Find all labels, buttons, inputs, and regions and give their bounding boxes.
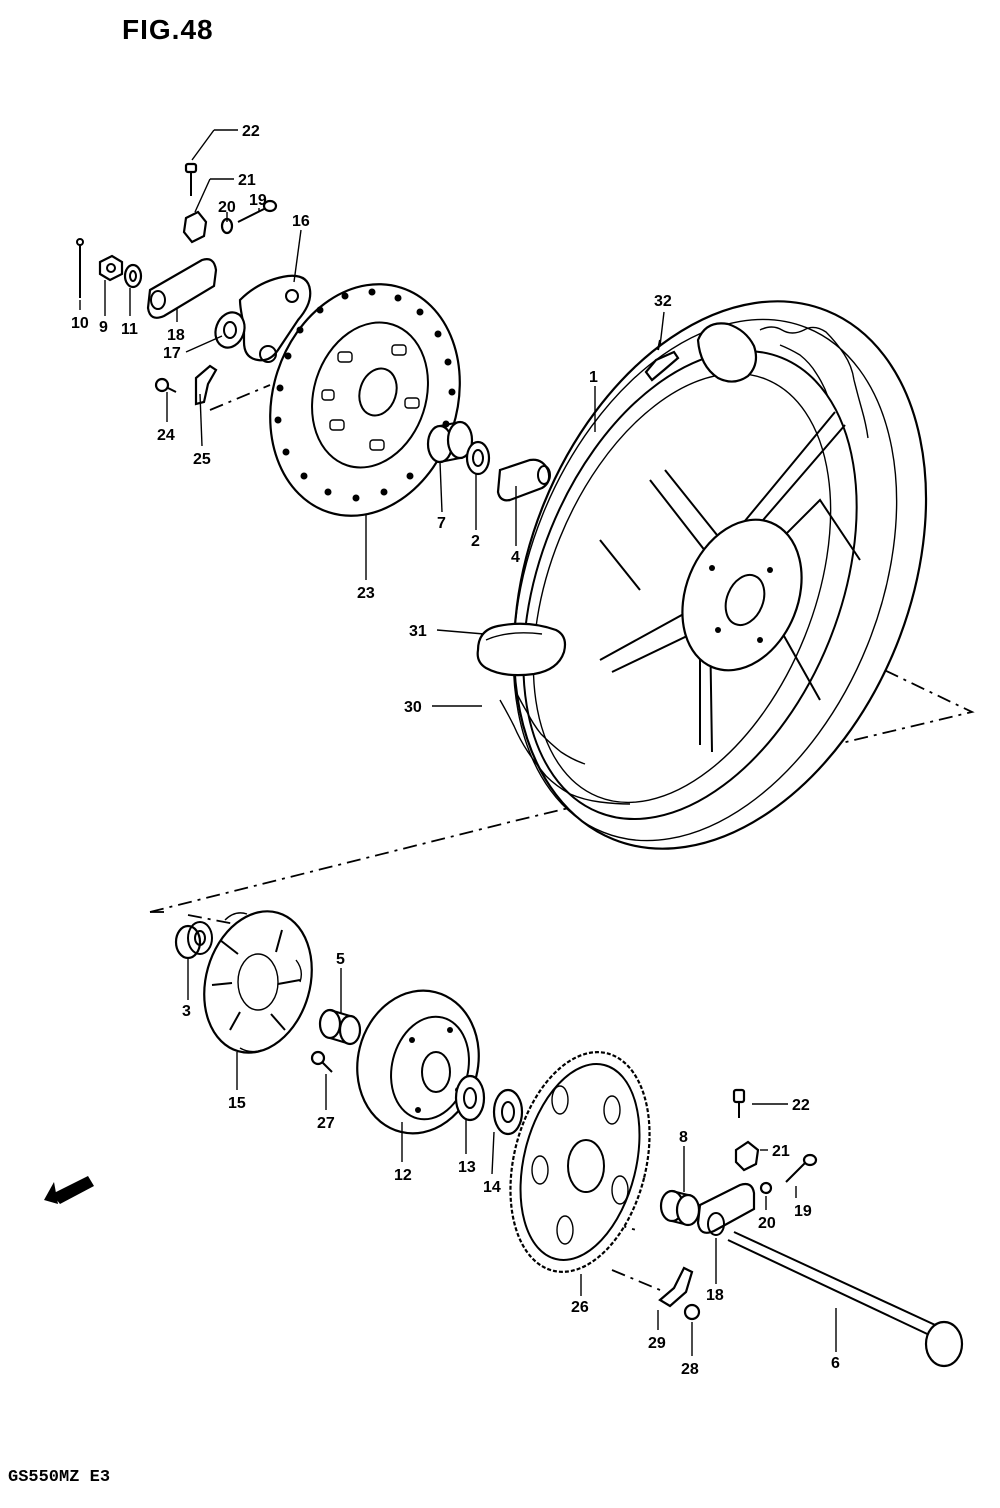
callout-4: 4 — [511, 549, 520, 566]
callout-1: 1 — [589, 369, 598, 386]
washer-20-bottom — [759, 1181, 773, 1195]
cotter-pin — [76, 238, 84, 298]
callout-13: 13 — [458, 1159, 476, 1176]
callout-14: 14 — [483, 1179, 501, 1196]
callout-26: 26 — [571, 1299, 589, 1316]
callout-23: 23 — [357, 585, 375, 602]
screw-24 — [154, 377, 177, 393]
spacer-8 — [659, 1189, 701, 1227]
callout-22-bottom: 22 — [792, 1097, 810, 1114]
seal-14 — [492, 1088, 524, 1136]
axle-spacer-4 — [496, 458, 551, 502]
nut-28 — [683, 1303, 701, 1321]
callout-30: 30 — [404, 699, 422, 716]
rear-wheel — [476, 300, 928, 850]
sprocket-mount-12 — [356, 989, 480, 1135]
callout-31: 31 — [409, 623, 427, 640]
bolt-27 — [310, 1050, 333, 1073]
tire-section-top — [696, 322, 758, 383]
callout-16: 16 — [292, 213, 310, 230]
callout-17: 17 — [163, 345, 181, 362]
bearing-13 — [454, 1074, 486, 1122]
callout-32: 32 — [654, 293, 672, 310]
spacer-5 — [318, 1008, 362, 1046]
valve-32 — [644, 339, 680, 382]
callout-28: 28 — [681, 1361, 699, 1378]
callout-21-top: 21 — [238, 172, 256, 189]
bolt-19-top — [237, 199, 278, 223]
callout-22-top: 22 — [242, 123, 260, 140]
lock-plate-29 — [658, 1266, 694, 1308]
bearing-2 — [465, 440, 491, 476]
callout-2: 2 — [471, 533, 480, 550]
bearing-3 — [174, 921, 213, 960]
callout-11: 11 — [121, 321, 138, 338]
wheel-hub — [681, 518, 803, 672]
bolt-19-bottom — [785, 1153, 818, 1183]
callout-27: 27 — [317, 1115, 335, 1132]
callout-6: 6 — [831, 1355, 840, 1372]
cap-21-top — [182, 210, 208, 244]
tire-tread-pattern — [499, 326, 869, 805]
disc-mount-slots — [321, 344, 420, 451]
callout-20-top: 20 — [218, 199, 236, 216]
model-code: GS550MZ E3 — [8, 1468, 111, 1487]
callout-19-bottom: 19 — [794, 1203, 812, 1220]
damper-15 — [203, 910, 313, 1054]
rear-sprocket-26 — [509, 1051, 651, 1273]
figure-title: FIG.48 — [122, 14, 214, 45]
collar — [214, 311, 246, 349]
callout-25: 25 — [193, 451, 211, 468]
spacer-7 — [426, 420, 474, 464]
callout-15: 15 — [228, 1095, 246, 1112]
callout-21-bottom: 21 — [772, 1143, 790, 1160]
callout-20-bottom: 20 — [758, 1215, 776, 1232]
callout-labels: 22 21 20 19 16 10 9 11 18 17 24 25 23 7 … — [71, 123, 840, 1378]
axle-6 — [727, 1231, 964, 1368]
callout-8: 8 — [679, 1129, 688, 1146]
direction-arrow-icon — [44, 1176, 94, 1204]
callout-18-top: 18 — [167, 327, 185, 344]
callout-7: 7 — [437, 515, 446, 532]
callout-5: 5 — [336, 951, 345, 968]
bolt-22-bottom — [732, 1088, 746, 1118]
bolt-22-top — [184, 162, 198, 196]
callout-29: 29 — [648, 1335, 666, 1352]
callout-12: 12 — [394, 1167, 412, 1184]
chain-adjuster-left — [146, 258, 218, 319]
callout-24: 24 — [157, 427, 175, 444]
callout-10: 10 — [71, 315, 89, 332]
leader-lines — [79, 129, 837, 1356]
washer-left — [123, 263, 143, 289]
tire-section-cutaway — [476, 622, 567, 677]
callout-18-bottom: 18 — [706, 1287, 724, 1304]
lock-plate-25 — [194, 364, 218, 406]
callout-3: 3 — [182, 1003, 191, 1020]
callout-9: 9 — [99, 319, 108, 336]
cap-21-bottom — [734, 1140, 760, 1172]
callout-19-top: 19 — [249, 192, 267, 209]
chain-adjuster-right-18 — [696, 1182, 756, 1236]
nut-left — [98, 254, 124, 282]
